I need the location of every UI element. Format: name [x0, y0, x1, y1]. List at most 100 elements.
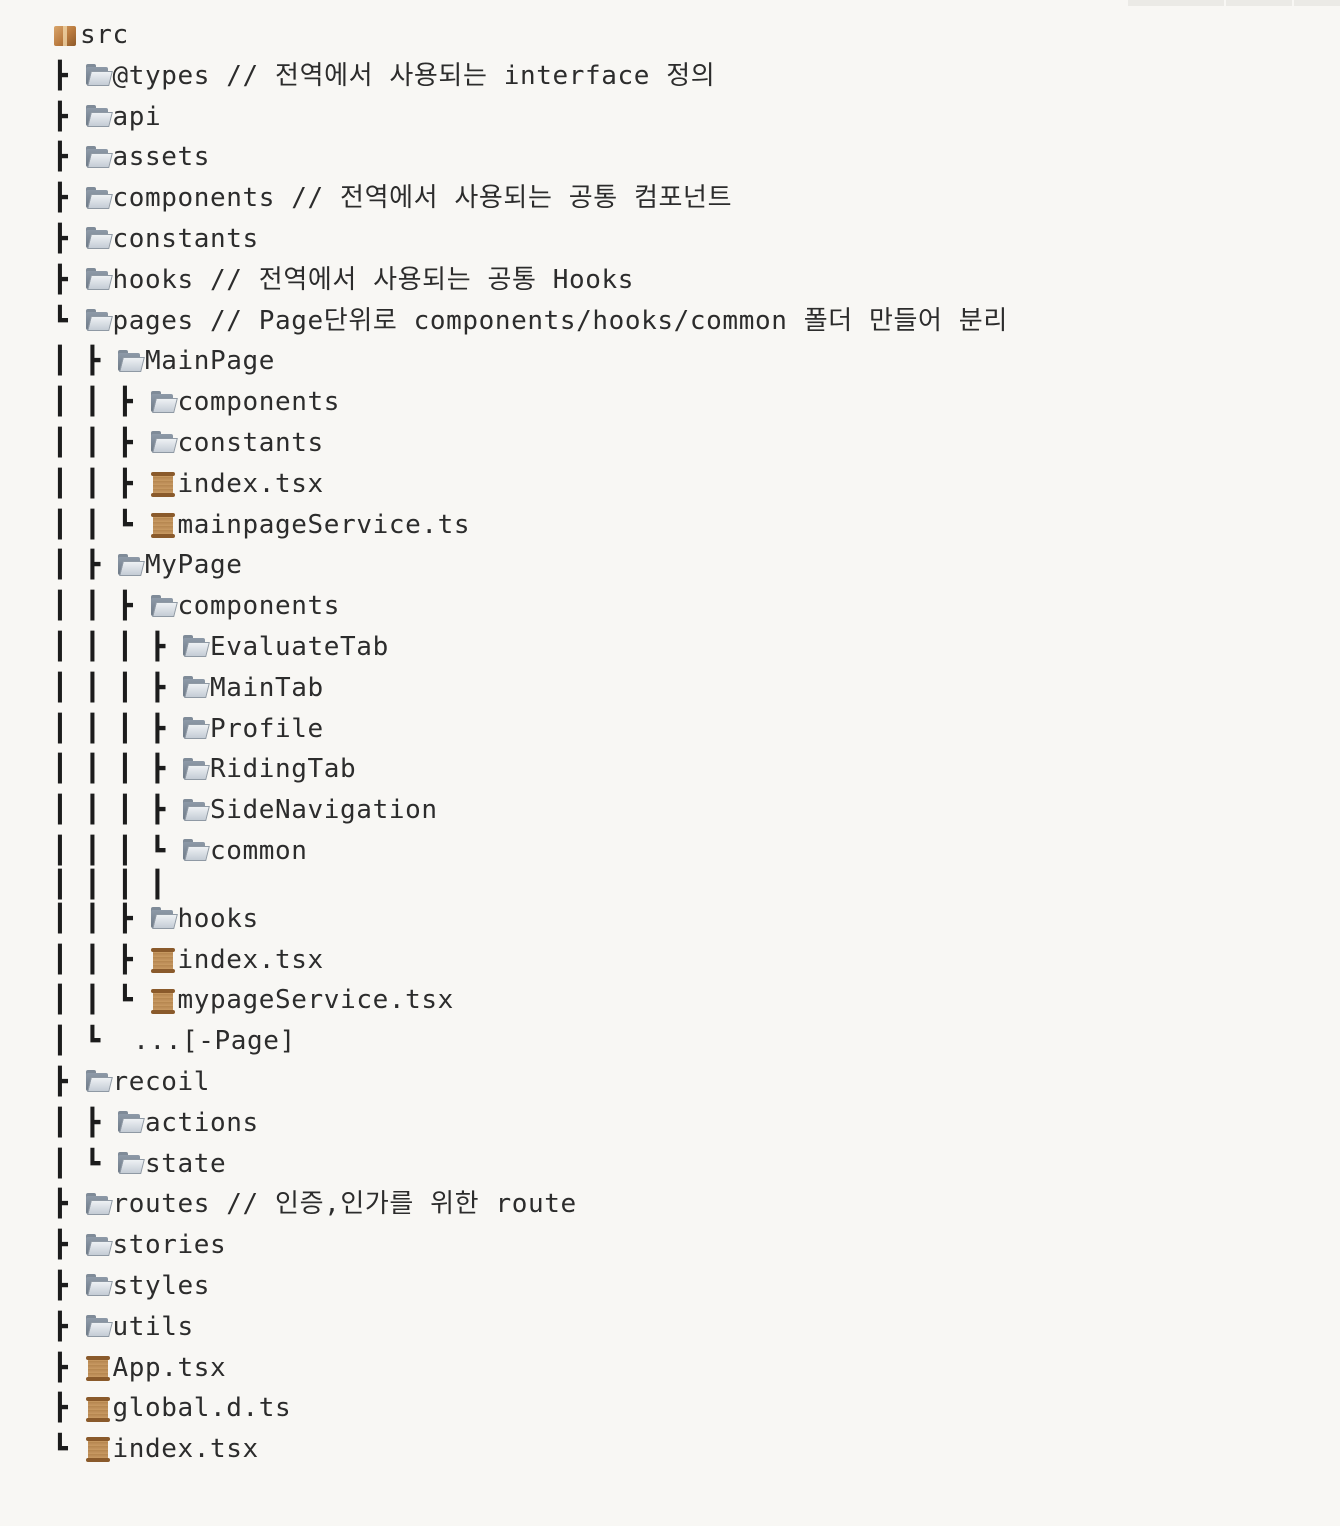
- tree-row: ┃ ┃ ┗ mainpageService.ts: [52, 505, 1330, 546]
- tree-guide: ┃ ┃ ┗: [52, 509, 150, 540]
- scroll-icon: [85, 1437, 111, 1463]
- tree-row: ┃ ┃ ┣ constants: [52, 423, 1330, 464]
- package-icon: [52, 23, 78, 47]
- scroll-icon: [150, 472, 176, 498]
- tree-row: ┣ recoil: [52, 1062, 1330, 1103]
- tree-guide: ┃ ┃ ┃ ┣: [52, 672, 183, 703]
- folder-icon: [85, 1192, 113, 1217]
- tree-row: ┣ stories: [52, 1225, 1330, 1266]
- tree-guide: ┃ ┣: [52, 1107, 118, 1138]
- tree-item-name: @types // 전역에서 사용되는 interface 정의: [112, 60, 716, 91]
- tree-item-name: Profile: [210, 713, 324, 744]
- folder-icon: [85, 186, 113, 211]
- tree-guide: ┃ ┃ ┃ ┣: [52, 795, 183, 826]
- folder-icon: [85, 64, 113, 88]
- tree-row: ┃ ┃ ┃ ┣ EvaluateTab: [52, 627, 1330, 668]
- tree-item-name: MyPage: [145, 550, 243, 581]
- folder-icon: [150, 390, 178, 415]
- tree-item-name: components: [177, 387, 341, 418]
- tree-guide: ┣: [52, 1393, 85, 1424]
- tree-guide: ┃ ┃ ┗: [52, 985, 150, 1016]
- tree-item-name: ...[-Page]: [117, 1026, 296, 1057]
- top-toolbar-strip: [1128, 0, 1340, 6]
- tree-item-name: pages // Page단위로 components/hooks/common…: [112, 305, 1008, 336]
- tree-guide: ┃ ┗: [52, 1026, 118, 1057]
- tree-row: ┃ ┃ ┃ ┣ SideNavigation: [52, 790, 1330, 831]
- tree-guide: ┣: [52, 142, 85, 173]
- tree-row: ┗ index.tsx: [52, 1429, 1330, 1470]
- scroll-icon: [150, 947, 176, 973]
- folder-icon: [85, 227, 113, 251]
- tree-item-name: hooks // 전역에서 사용되는 공통 Hooks: [112, 264, 635, 295]
- tree-guide: ┣: [52, 1230, 85, 1261]
- tree-row: ┃ ┃ ┣ index.tsx: [52, 940, 1330, 981]
- tree-guide: ┃ ┃ ┃ ┣: [52, 631, 183, 662]
- tree-guide: ┣: [52, 1189, 85, 1220]
- tree-guide: ┣: [52, 223, 85, 254]
- tree-row: ┃ ┃ ┣ hooks: [52, 899, 1330, 940]
- tree-row: ┃ ┃ ┣ components: [52, 586, 1330, 627]
- folder-icon: [85, 308, 113, 333]
- folder-icon: [85, 104, 113, 129]
- toolbar-segment: [1226, 0, 1294, 6]
- tree-guide: ┃ ┃ ┃ ┣: [52, 754, 183, 785]
- tree-item-name: hooks: [177, 903, 259, 934]
- tree-item-name: components // 전역에서 사용되는 공통 컴포넌트: [112, 183, 733, 214]
- folder-icon: [182, 676, 210, 700]
- tree-item-name: MainPage: [145, 346, 276, 377]
- tree-row: ┣ styles: [52, 1266, 1330, 1307]
- tree-guide: ┃ ┣: [52, 550, 118, 581]
- tree-item-name: index.tsx: [112, 1434, 259, 1465]
- toolbar-segment: [1294, 0, 1340, 6]
- tree-item-name: constants: [112, 223, 259, 254]
- tree-guide: ┣: [52, 60, 85, 91]
- folder-icon: [117, 1111, 145, 1135]
- tree-item-name: common: [210, 835, 308, 866]
- tree-guide: ┣: [52, 1270, 85, 1301]
- tree-item-name: actions: [145, 1107, 259, 1138]
- tree-row: ┃ ┃ ┃ ┣ RidingTab: [52, 749, 1330, 790]
- tree-item-name: RidingTab: [210, 754, 357, 785]
- tree-item-name: routes // 인증,인가를 위한 route: [112, 1189, 577, 1220]
- tree-guide: ┣: [52, 1066, 85, 1097]
- tree-item-name: index.tsx: [177, 468, 324, 499]
- tree-guide: ┃ ┃ ┃ ┣: [52, 713, 183, 744]
- folder-icon: [117, 553, 145, 578]
- folder-icon: [150, 907, 178, 931]
- scroll-icon: [150, 512, 176, 538]
- tree-guide: ┃ ┃ ┣: [52, 387, 150, 418]
- tree-row: ┃ ┣ MyPage: [52, 545, 1330, 586]
- tree-row: ┗ pages // Page단위로 components/hooks/comm…: [52, 301, 1330, 342]
- scroll-icon: [150, 988, 176, 1014]
- scroll-icon: [85, 1396, 111, 1422]
- tree-row: ┣ routes // 인증,인가를 위한 route: [52, 1184, 1330, 1225]
- tree-row: ┃ ┃ ┃ ┣ MainTab: [52, 668, 1330, 709]
- tree-row: ┣ hooks // 전역에서 사용되는 공통 Hooks: [52, 260, 1330, 301]
- tree-item-name: utils: [112, 1311, 194, 1342]
- tree-item-name: SideNavigation: [210, 795, 438, 826]
- tree-item-name: styles: [112, 1270, 211, 1301]
- tree-item-name: global.d.ts: [112, 1393, 292, 1424]
- tree-guide: ┃ ┃ ┣: [52, 427, 150, 458]
- folder-icon: [85, 1233, 113, 1258]
- tree-row: ┃ ┣ MainPage: [52, 341, 1330, 382]
- tree-item-name: index.tsx: [177, 944, 324, 975]
- folder-icon: [85, 268, 113, 292]
- tree-row: ┃ ┃ ┃ ┃: [52, 871, 1330, 899]
- tree-guide: ┣: [52, 1352, 85, 1383]
- tree-guide: ┃ ┃ ┣: [52, 468, 150, 499]
- folder-icon: [117, 1151, 145, 1176]
- folder-icon: [85, 145, 113, 170]
- tree-row: ┣ App.tsx: [52, 1348, 1330, 1389]
- tree-row: ┣ @types // 전역에서 사용되는 interface 정의: [52, 56, 1330, 97]
- folder-icon: [150, 431, 178, 455]
- tree-guide: ┗: [52, 1434, 85, 1465]
- tree-item-name: state: [145, 1148, 227, 1179]
- tree-item-name: recoil: [112, 1066, 211, 1097]
- tree-item-name: constants: [177, 427, 324, 458]
- tree-guide: ┃ ┃ ┣: [52, 944, 150, 975]
- folder-icon: [182, 757, 210, 782]
- folder-icon: [85, 1274, 113, 1298]
- tree-item-name: assets: [112, 142, 211, 173]
- tree-item-name: mainpageService.ts: [177, 509, 471, 540]
